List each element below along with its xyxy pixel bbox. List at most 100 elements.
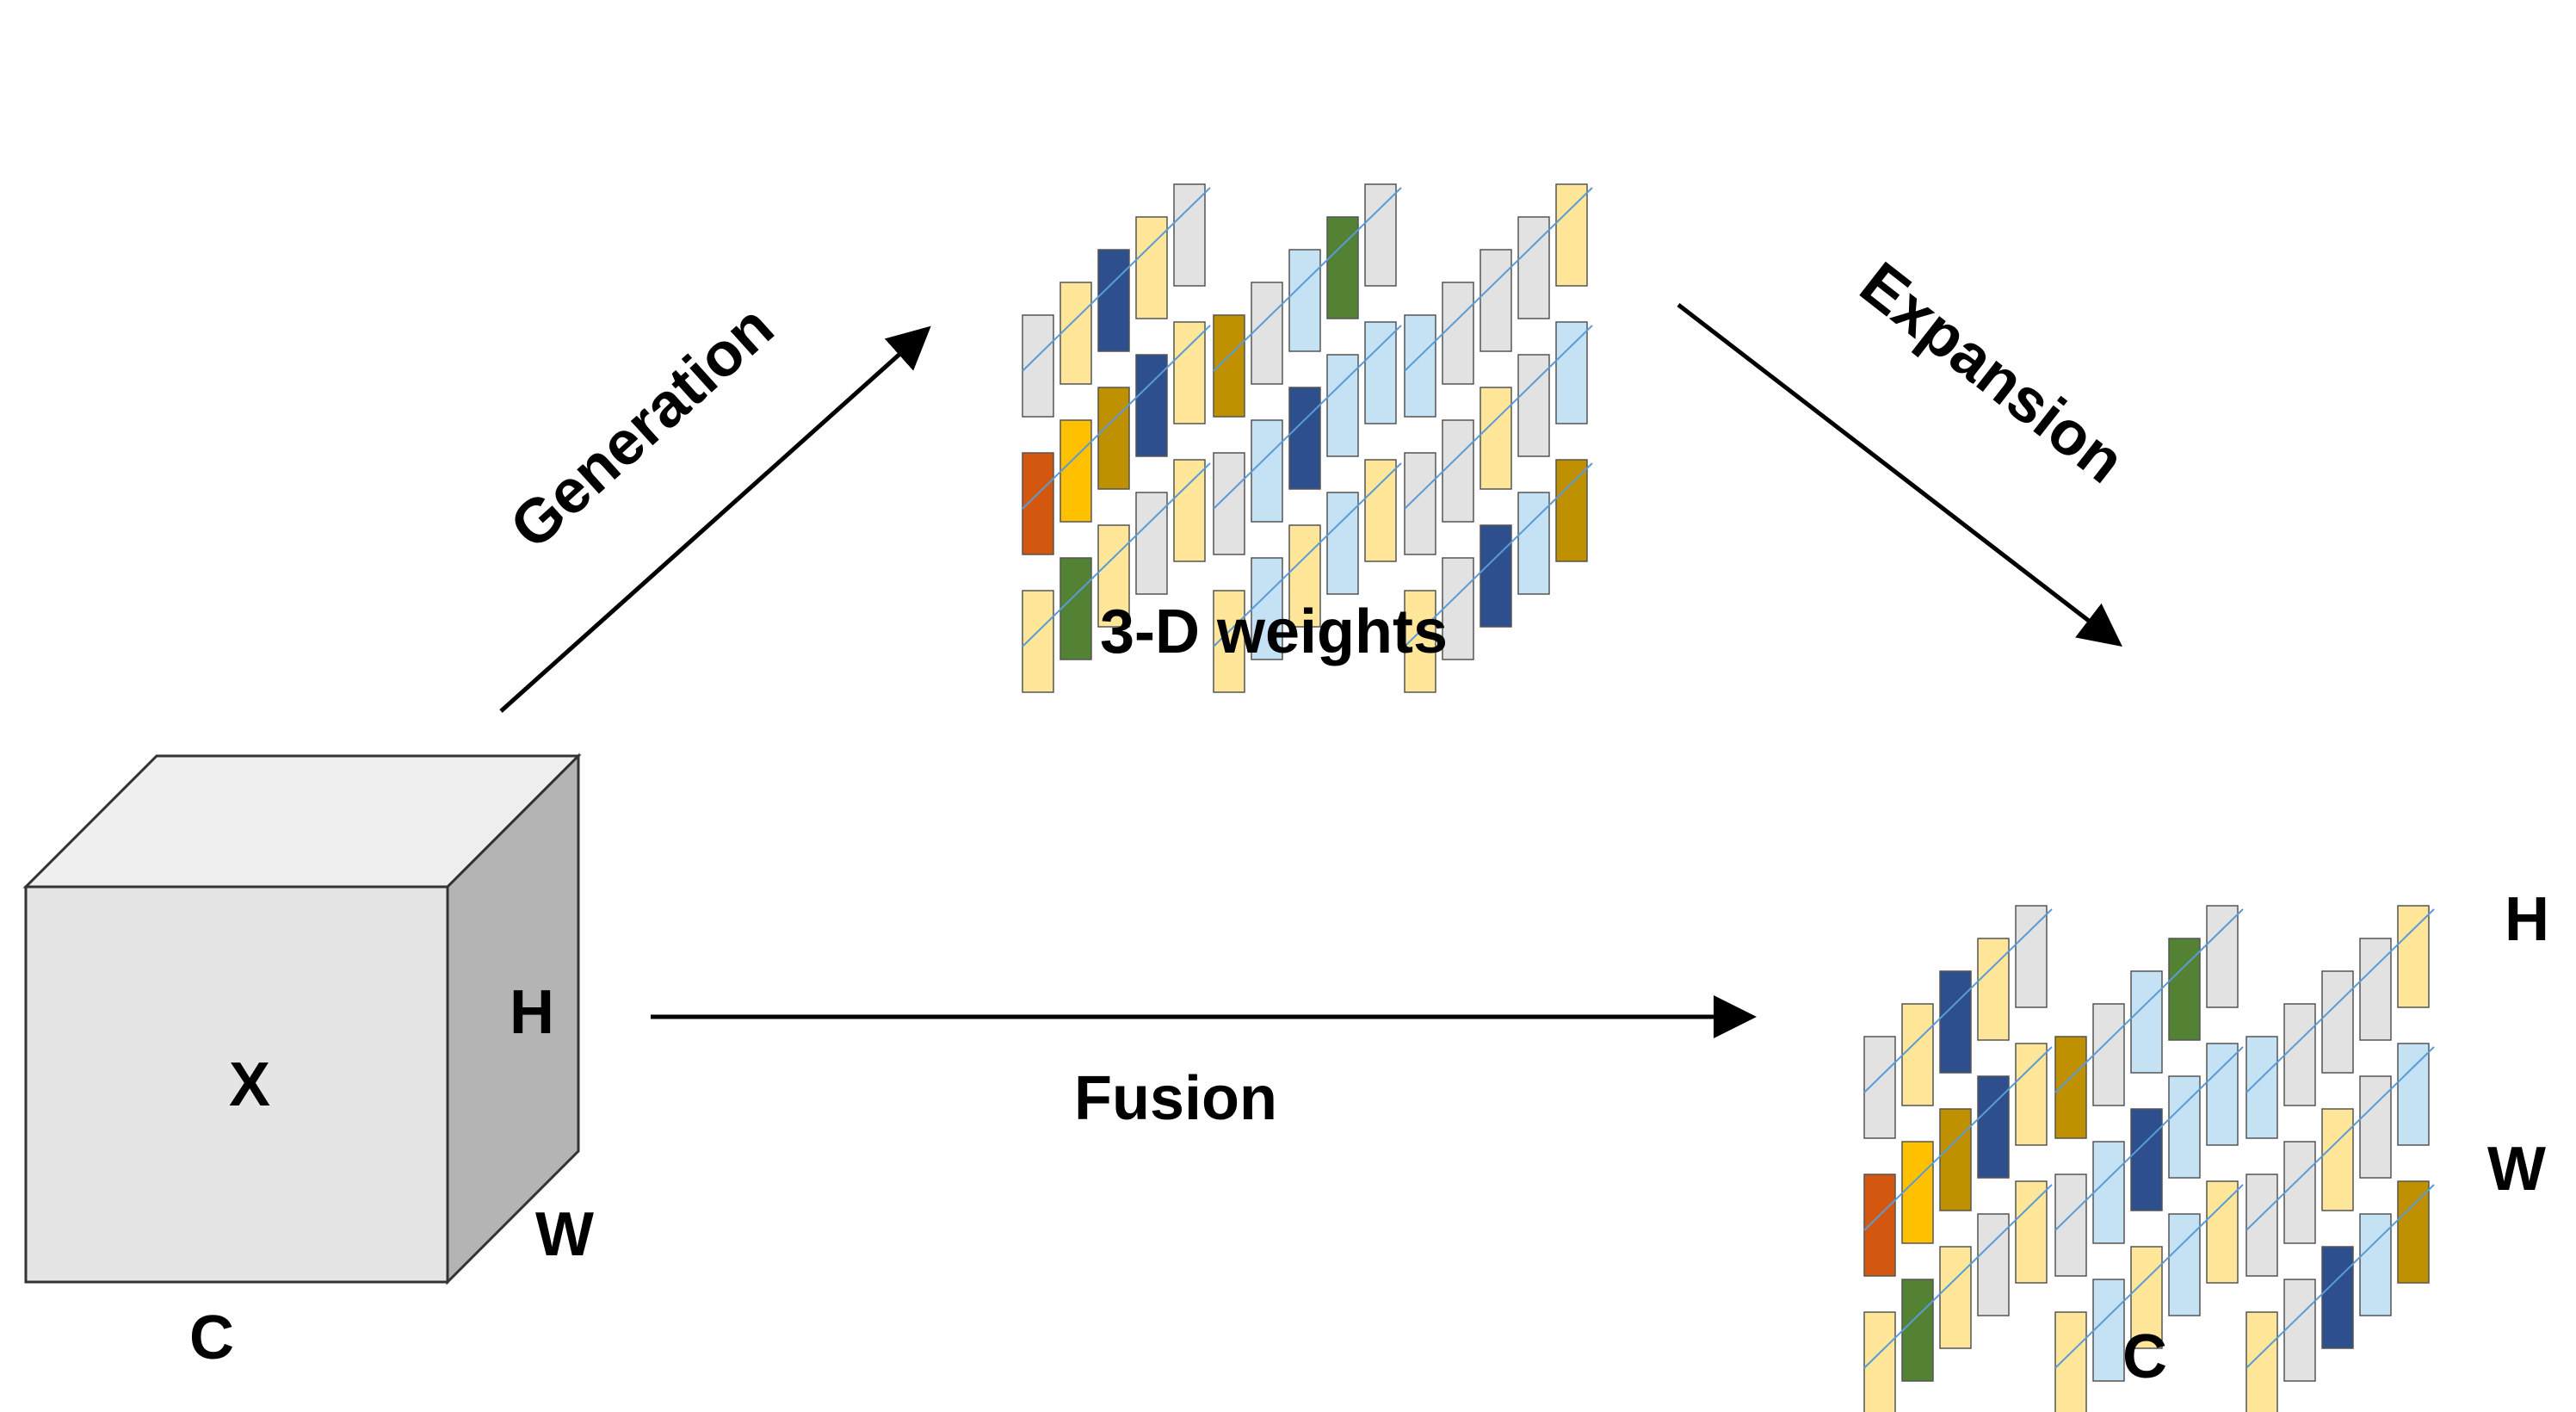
weights-guide-line	[1213, 187, 1402, 372]
weights-guide-line	[1022, 187, 1211, 372]
weight-slice	[2092, 1003, 2125, 1106]
weights-guide-line	[1404, 325, 1593, 510]
weights-guide-line	[1863, 908, 2053, 1093]
weight-slice	[1288, 387, 1321, 490]
weights-grid-top	[1022, 183, 1593, 693]
weight-slice	[2130, 1246, 2163, 1349]
weights-guide-line	[1022, 462, 1211, 647]
weight-slice	[1251, 419, 1283, 523]
weight-slice	[1863, 1311, 1896, 1412]
weight-slice	[2397, 1043, 2430, 1146]
weights-guide-line	[2054, 1046, 2244, 1231]
weight-slice	[1173, 459, 1206, 562]
generation-arrow	[499, 325, 931, 713]
weight-slice	[1517, 354, 1550, 457]
weight-slice	[1135, 354, 1168, 457]
weights-guide-line	[1404, 462, 1593, 647]
weight-slice	[2054, 1311, 2087, 1412]
weight-slice	[1288, 524, 1321, 628]
weight-slice	[1480, 524, 1512, 628]
weights-guide-line	[1213, 325, 1402, 510]
weight-slice	[1251, 282, 1283, 385]
weights-guide-line	[2246, 1046, 2435, 1231]
weights-guide-line	[1022, 325, 1211, 510]
weight-slice	[1326, 216, 1359, 319]
weight-slice	[1173, 321, 1206, 424]
weight-slice	[2359, 1213, 2392, 1316]
generation-label: Generation	[497, 292, 787, 562]
weights-guide-line	[1404, 187, 1593, 372]
weight-slice	[1097, 387, 1130, 490]
weight-slice	[2015, 1043, 2048, 1146]
weight-slice	[2092, 1279, 2125, 1382]
weight-slice	[1326, 492, 1359, 595]
fusion-label: Fusion	[1074, 1064, 1277, 1133]
weight-slice	[1977, 1075, 2010, 1179]
weight-slice	[2015, 905, 2048, 1008]
weight-slice	[2246, 1311, 2278, 1412]
weight-slice	[2206, 1043, 2239, 1146]
weight-slice	[2321, 970, 2354, 1074]
weight-slice	[1977, 1213, 2010, 1316]
weight-slice	[1555, 183, 1588, 287]
weight-slice	[1517, 492, 1550, 595]
weight-slice	[1326, 354, 1359, 457]
weight-slice	[2092, 1141, 2125, 1244]
weight-slice	[1901, 1141, 1934, 1244]
weight-slice	[1288, 249, 1321, 352]
weight-slice	[1135, 492, 1168, 595]
cube-h-label: H	[510, 978, 554, 1047]
expansion-arrow	[1677, 303, 2122, 647]
cube-front-face	[24, 885, 449, 1284]
weight-slice	[2397, 905, 2430, 1008]
weight-slice	[2168, 938, 2201, 1041]
weight-slice	[2054, 1174, 2087, 1277]
output-c-label: C	[2122, 1322, 2167, 1391]
weight-slice	[2359, 938, 2392, 1041]
weight-slice	[2283, 1141, 2316, 1244]
weight-slice	[1364, 183, 1397, 287]
output-h-label: H	[2505, 885, 2549, 954]
weight-slice	[2321, 1246, 2354, 1349]
weights-grid-output	[1863, 905, 2435, 1412]
weight-slice	[1442, 419, 1474, 523]
weight-slice	[2206, 1180, 2239, 1284]
weight-slice	[2206, 905, 2239, 1008]
weight-slice	[1977, 938, 2010, 1041]
weight-slice	[1059, 557, 1092, 660]
weight-slice	[1059, 419, 1092, 523]
weight-slice	[2130, 1108, 2163, 1211]
weight-slice	[1173, 183, 1206, 287]
cube-c-label: C	[189, 1304, 234, 1372]
weight-slice	[2168, 1075, 2201, 1179]
weight-slice	[2168, 1213, 2201, 1316]
weight-slice	[1901, 1003, 1934, 1106]
input-cube	[22, 752, 582, 1285]
weight-slice	[2283, 1279, 2316, 1382]
weights-guide-line	[1213, 462, 1402, 647]
weight-slice	[1901, 1279, 1934, 1382]
weight-slice	[1555, 321, 1588, 424]
weight-slice	[1135, 216, 1168, 319]
weight-slice	[1213, 590, 1245, 693]
weights-guide-line	[2246, 908, 2435, 1093]
weight-slice	[1442, 557, 1474, 660]
weight-slice	[1555, 459, 1588, 562]
weight-slice	[1364, 321, 1397, 424]
weights-guide-line	[1863, 1184, 2053, 1369]
weight-slice	[2321, 1108, 2354, 1211]
weight-slice	[2359, 1075, 2392, 1179]
expansion-label: Expansion	[1848, 249, 2137, 496]
cube-w-label: W	[535, 1200, 594, 1269]
weight-slice	[2397, 1180, 2430, 1284]
weight-slice	[1442, 282, 1474, 385]
weights-caption: 3-D weights	[1100, 598, 1448, 666]
weights-guide-line	[2246, 1184, 2435, 1369]
output-w-label: W	[2487, 1135, 2546, 1204]
weight-slice	[1059, 282, 1092, 385]
weights-guide-line	[2054, 908, 2244, 1093]
weights-guide-line	[1863, 1046, 2053, 1231]
weight-slice	[1480, 249, 1512, 352]
weight-slice	[1251, 557, 1283, 660]
